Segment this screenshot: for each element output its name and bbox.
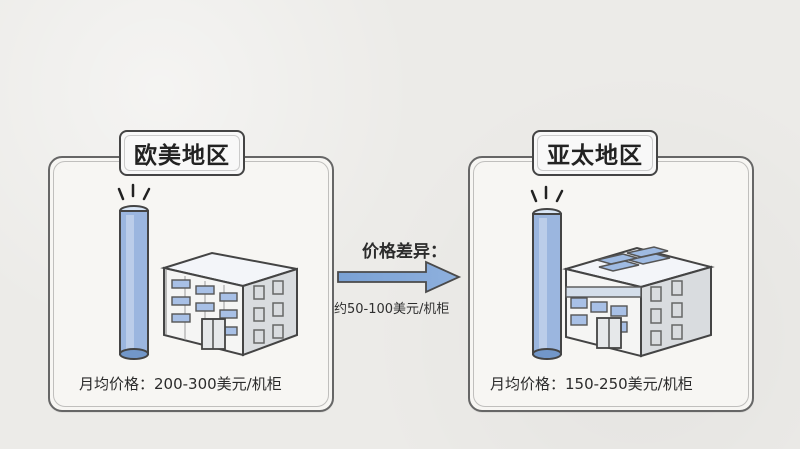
left-building-icon: [160, 251, 298, 357]
right-cylinder-icon: [530, 185, 564, 360]
right-building-icon: [562, 246, 715, 358]
right-illustration: [530, 185, 715, 360]
right-region-title: 亚太地区: [547, 143, 643, 169]
right-arrow-icon: [337, 260, 462, 294]
left-cylinder-icon: [117, 183, 151, 360]
left-region-title-box: 欧美地区: [119, 130, 245, 176]
left-illustration: [117, 183, 298, 360]
price-difference-value: 约50-100美元/机柜: [334, 302, 450, 317]
left-region-title: 欧美地区: [134, 143, 230, 169]
price-difference-title: 价格差异：: [362, 242, 447, 262]
left-price-text: 月均价格：200-300美元/机柜: [79, 374, 282, 393]
right-price-text: 月均价格：150-250美元/机柜: [490, 374, 693, 393]
right-region-title-box: 亚太地区: [532, 130, 658, 176]
